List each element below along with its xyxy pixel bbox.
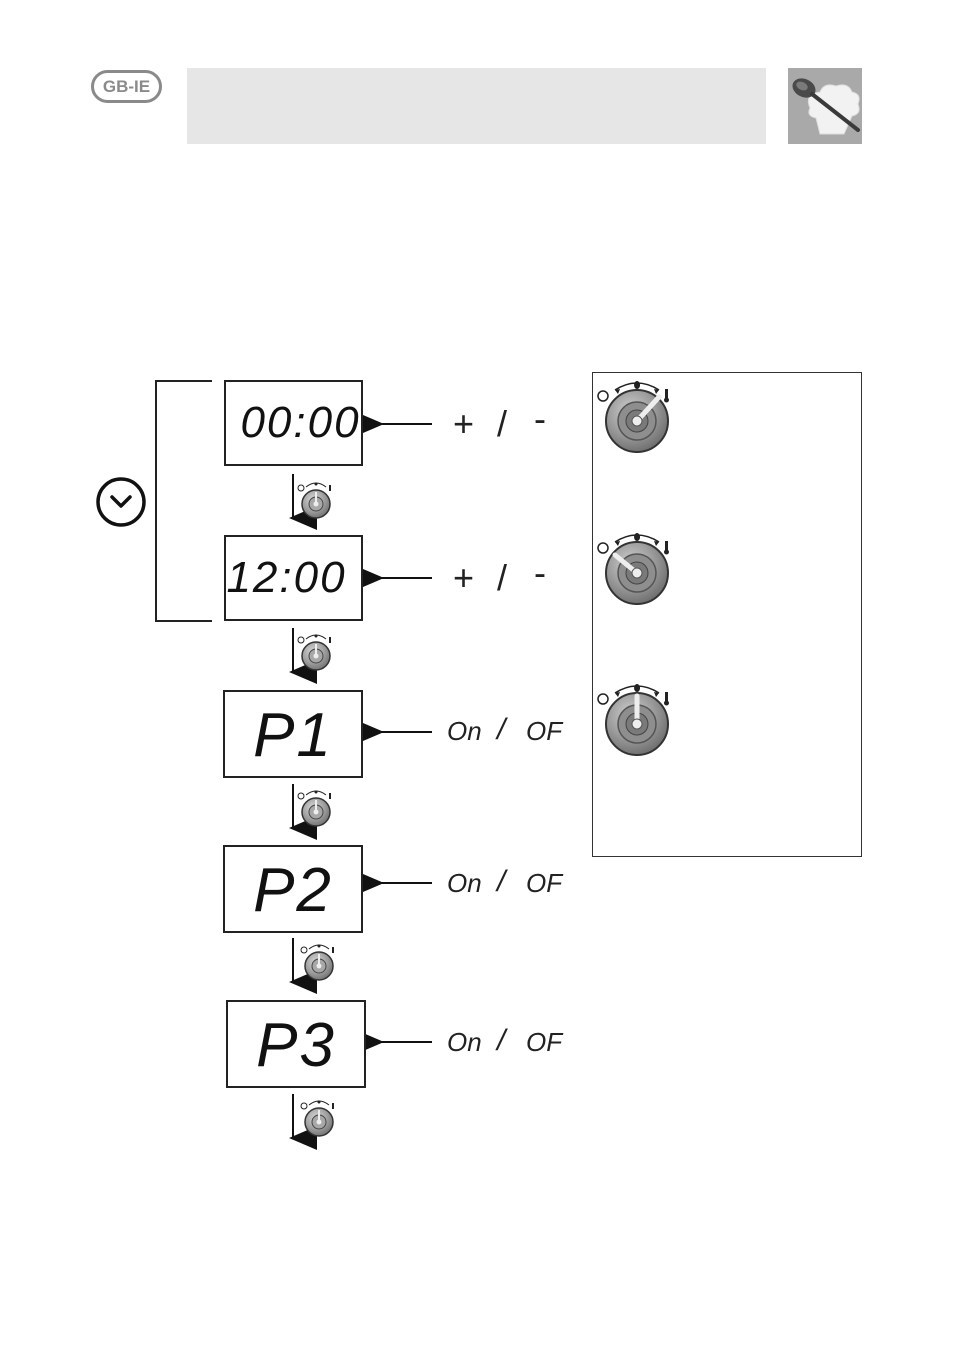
off-label: OF bbox=[526, 716, 562, 747]
lcd-value: 00:00 bbox=[226, 398, 361, 448]
off-label: OF bbox=[526, 1027, 562, 1058]
on-label: On bbox=[447, 1027, 482, 1058]
knob-turned-right-icon bbox=[598, 381, 669, 452]
knob-legend-panel bbox=[592, 372, 862, 857]
separator-label: / bbox=[497, 403, 507, 445]
separator-label: / bbox=[497, 865, 505, 899]
separator-label: / bbox=[497, 713, 505, 747]
lcd-display-2: 12:00 bbox=[224, 535, 363, 621]
on-label: On bbox=[447, 868, 482, 899]
selector-knob-icon bbox=[298, 791, 331, 827]
lcd-display-4: P2 bbox=[223, 845, 363, 933]
lcd-value: P3 bbox=[228, 1010, 364, 1081]
off-label: OF bbox=[526, 868, 562, 899]
minus-label: - bbox=[534, 398, 546, 440]
separator-label: / bbox=[497, 557, 507, 599]
lcd-value: P2 bbox=[225, 855, 361, 926]
selector-knob-icon bbox=[298, 635, 331, 671]
knob-center-icon bbox=[598, 684, 669, 755]
selector-knob-icon bbox=[301, 945, 334, 981]
lcd-display-1: 00:00 bbox=[224, 380, 363, 466]
lcd-display-5: P3 bbox=[226, 1000, 366, 1088]
on-label: On bbox=[447, 716, 482, 747]
selector-knob-icon bbox=[298, 483, 331, 519]
clock-icon bbox=[98, 479, 144, 525]
lcd-value: P1 bbox=[225, 700, 361, 771]
selector-knob-icon bbox=[301, 1101, 334, 1137]
knob-turned-left-icon bbox=[598, 533, 669, 604]
lcd-display-3: P1 bbox=[223, 690, 363, 778]
separator-label: / bbox=[497, 1024, 505, 1058]
lcd-value: 12:00 bbox=[226, 553, 361, 603]
minus-label: - bbox=[534, 552, 546, 594]
plus-label: + bbox=[453, 403, 474, 445]
plus-label: + bbox=[453, 557, 474, 599]
